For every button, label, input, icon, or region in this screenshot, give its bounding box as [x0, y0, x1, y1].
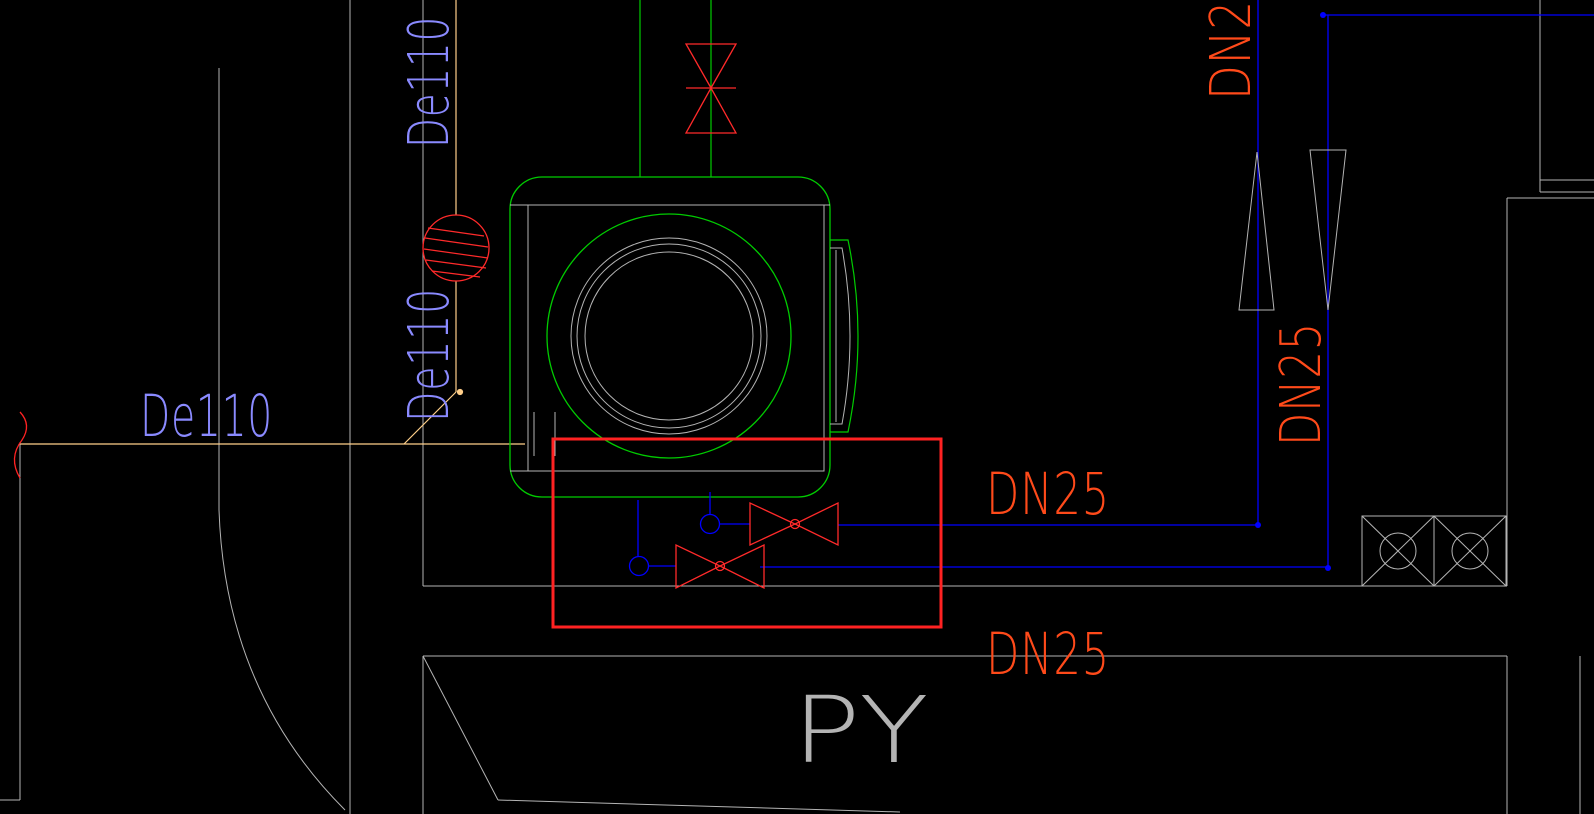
pipe-break-symbol — [13, 411, 28, 479]
selection-highlight-box[interactable] — [551, 437, 943, 629]
flow-arrows — [1238, 149, 1347, 311]
label-dn25-upper: DN25 — [986, 460, 1110, 528]
floor-drains[interactable] — [1361, 515, 1507, 587]
supply-valve-upper[interactable] — [749, 501, 839, 547]
pipe-end-dots — [1255, 12, 1331, 571]
equipment-unit[interactable] — [509, 176, 859, 498]
top-gate-valve[interactable] — [684, 43, 738, 134]
label-de110-horizontal: De110 — [140, 382, 273, 450]
water-supply-pipes[interactable] — [628, 0, 1594, 577]
riser-circle[interactable] — [422, 214, 490, 282]
drain-pipe[interactable] — [20, 0, 525, 445]
label-dn2-top-right: DN2 — [1199, 0, 1264, 100]
label-de110-vertical-bottom: De110 — [397, 288, 462, 422]
supply-valve-lower[interactable] — [675, 543, 765, 590]
label-dn25-lower: DN25 — [986, 620, 1110, 688]
label-dn25-vertical: DN25 — [1269, 322, 1334, 446]
label-de110-vertical-top: De110 — [397, 16, 462, 148]
label-room-code: PY — [792, 677, 930, 784]
